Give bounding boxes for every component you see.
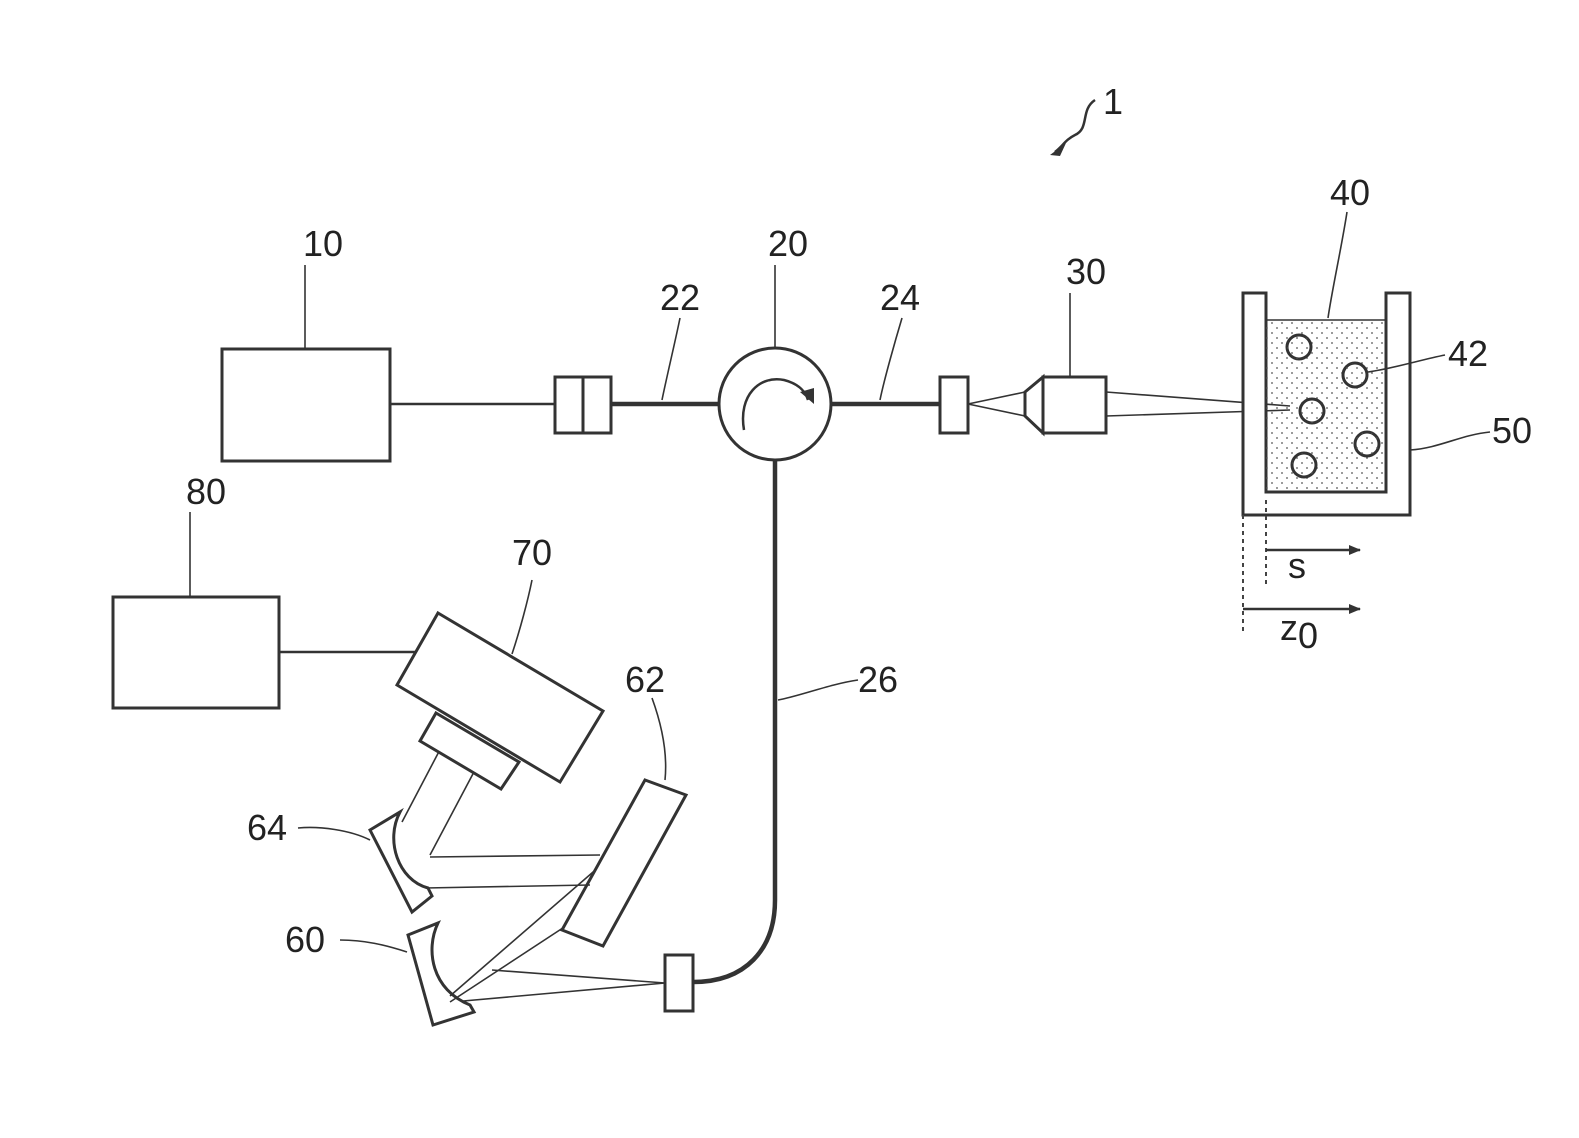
detector-leader: [512, 580, 532, 654]
beam-in-top: [968, 392, 1025, 404]
beam-to-60-top: [492, 970, 665, 983]
fiber-26-leader: [778, 680, 858, 700]
mirror-64-group: 64: [247, 807, 432, 912]
beam-64-to-70-b: [430, 770, 475, 855]
objective-tip: [1025, 377, 1043, 433]
objective-group: 30: [1025, 251, 1106, 433]
fiber-22-leader: [662, 318, 680, 400]
processor-group: 80: [113, 471, 279, 708]
fiber-connector-22: [555, 377, 611, 433]
container-group: 40 42 50: [1243, 172, 1532, 515]
grating-60: [408, 923, 474, 1025]
beam-to-60-bottom: [452, 983, 665, 1002]
z0-axis-label: z0: [1280, 607, 1318, 656]
container-leader: [1410, 432, 1490, 450]
sample-label: 40: [1330, 172, 1370, 213]
grating-62-leader: [652, 698, 666, 780]
mirror-64-leader: [298, 828, 370, 841]
beam-64-to-70-a: [402, 742, 444, 822]
axes-group: s z0: [1243, 500, 1360, 656]
grating-60-label: 60: [285, 919, 325, 960]
light-source-group: 10: [222, 223, 390, 461]
system-label: 1: [1103, 81, 1123, 122]
light-source-label: 10: [303, 223, 343, 264]
detector-label: 70: [512, 532, 552, 573]
detector-group: 70: [397, 532, 603, 789]
circulator-label: 20: [768, 223, 808, 264]
collimator-26: [665, 955, 693, 1011]
mirror-64-label: 64: [247, 807, 287, 848]
circulator-body: [719, 348, 831, 460]
sample-leader: [1328, 212, 1347, 318]
objective-label: 30: [1066, 251, 1106, 292]
system-pointer-arrowhead: [1050, 143, 1066, 156]
s-axis-label: s: [1288, 545, 1306, 586]
light-source-box: [222, 349, 390, 461]
fiber-24-label: 24: [880, 277, 920, 318]
beam-62-to-64-a: [430, 855, 600, 857]
beam-60-to-62-b: [450, 920, 575, 1002]
system-pointer-arrow: [1055, 100, 1095, 152]
mirror-64: [370, 812, 432, 912]
circulator-group: 20: [719, 223, 831, 460]
fiber-22-label: 22: [660, 277, 700, 318]
system-label-group: 1: [1050, 81, 1123, 156]
beam-in-bottom: [968, 404, 1025, 416]
objective-body: [1043, 377, 1106, 433]
fiber-24-leader: [880, 318, 902, 400]
grating-62: [562, 780, 686, 946]
sample-medium: [1266, 320, 1386, 492]
beam-62-to-64-b: [425, 885, 590, 888]
processor-box: [113, 597, 279, 708]
grating-60-leader: [340, 940, 407, 952]
collimator-24: [940, 377, 968, 433]
fiber-26: [693, 460, 775, 982]
fiber-26-label: 26: [858, 659, 898, 700]
particles-label: 42: [1448, 333, 1488, 374]
grating-62-label: 62: [625, 659, 665, 700]
grating-60-group: 60: [285, 919, 474, 1025]
container-label: 50: [1492, 410, 1532, 451]
processor-label: 80: [186, 471, 226, 512]
